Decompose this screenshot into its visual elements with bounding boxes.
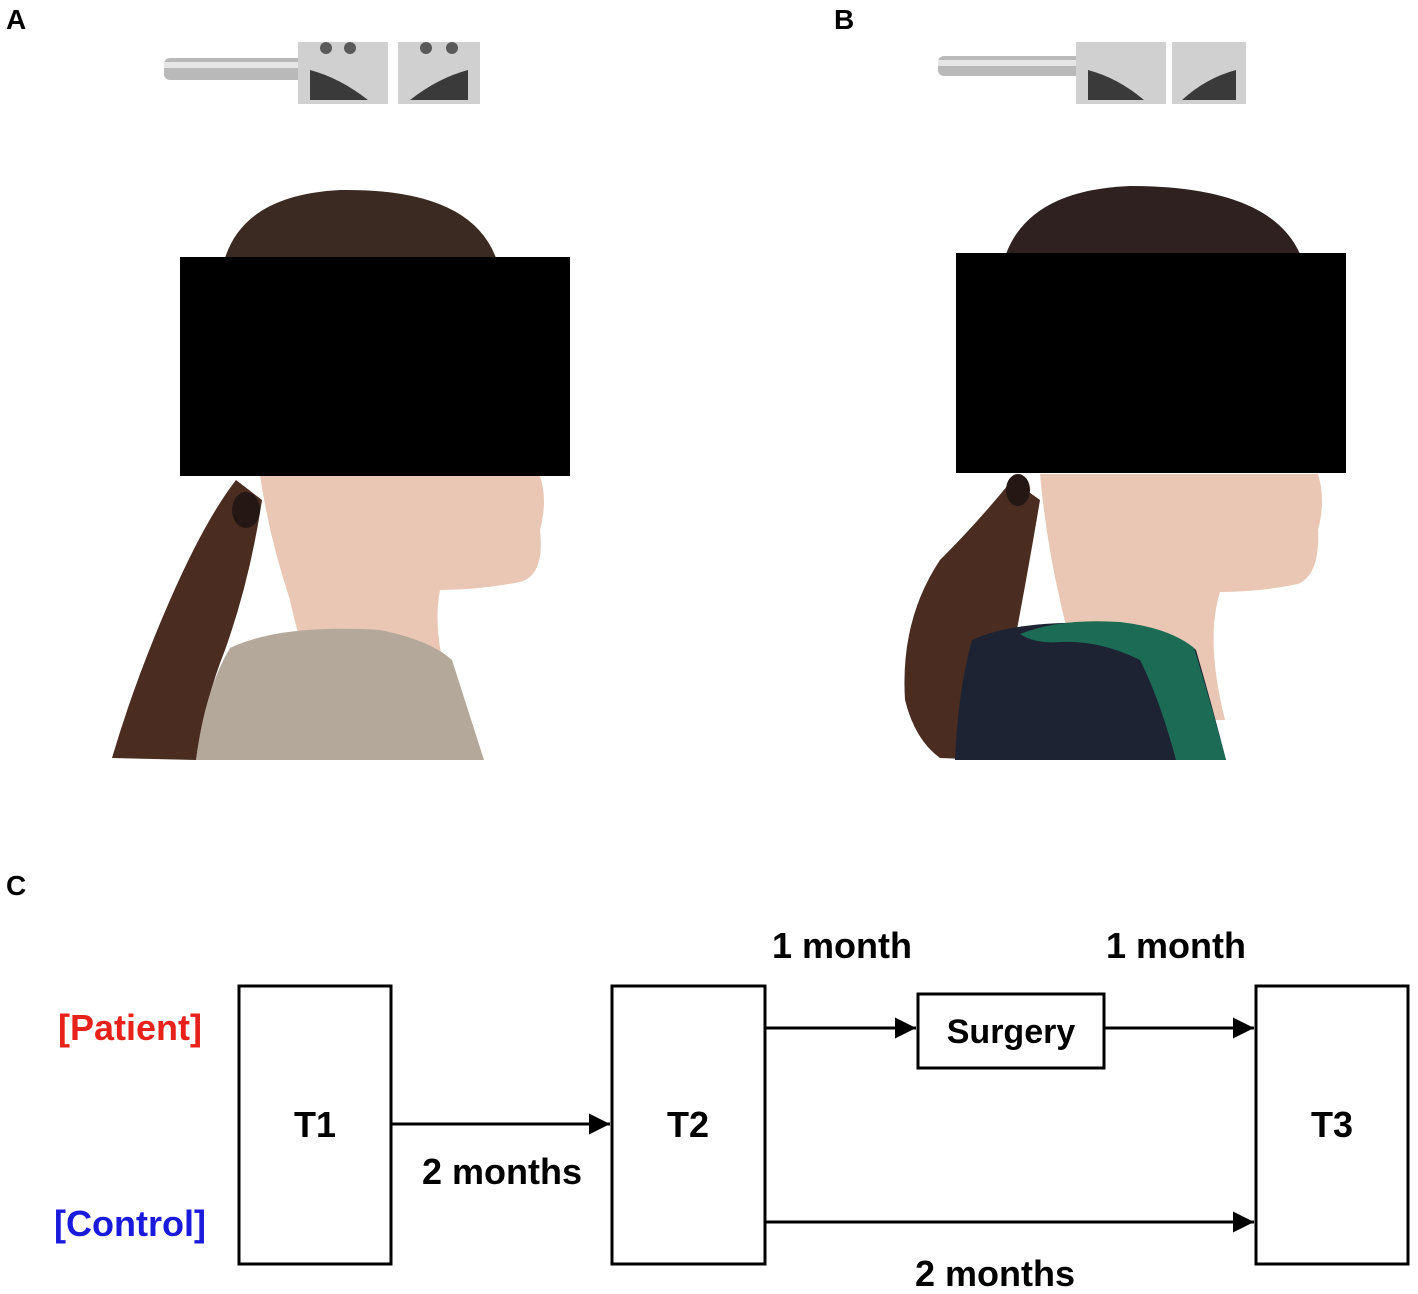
censor-bar-b	[956, 253, 1346, 473]
panel-label-a: A	[6, 4, 27, 35]
censor-bar-a	[180, 257, 570, 476]
timepoint-box-t2	[610, 984, 767, 1266]
interval-label-t2-surgery: 1 month	[772, 925, 912, 966]
timepoint-label-t3: T3	[1311, 1104, 1353, 1145]
panel-label-c: C	[6, 870, 27, 901]
ponytail-b	[904, 480, 1040, 760]
surgery-label: Surgery	[947, 1013, 1076, 1051]
timepoint-box-t3	[1254, 984, 1410, 1266]
surgery-box	[916, 992, 1106, 1070]
collar-b	[1020, 621, 1226, 760]
hair-a	[225, 189, 496, 258]
interval-label-surgery-t3: 1 month	[1106, 925, 1246, 966]
ponytail-a	[112, 480, 262, 760]
profile-photo-a	[112, 42, 570, 760]
profile-photo-b	[904, 42, 1346, 760]
timepoint-label-t1: T1	[294, 1104, 336, 1145]
timepoint-label-t2: T2	[667, 1104, 709, 1145]
group-label-patient: [Patient]	[58, 1007, 202, 1048]
study-timeline: T1 T2 T3 Surgery [Patient] [Control] 2 m…	[54, 925, 1410, 1294]
clothing-a	[196, 628, 484, 760]
group-label-control: [Control]	[54, 1203, 206, 1244]
interval-label-control-t2-t3: 2 months	[915, 1253, 1075, 1294]
hair-b	[1006, 186, 1300, 254]
interval-label-t1-t2: 2 months	[422, 1151, 582, 1192]
panel-label-b: B	[834, 4, 855, 35]
